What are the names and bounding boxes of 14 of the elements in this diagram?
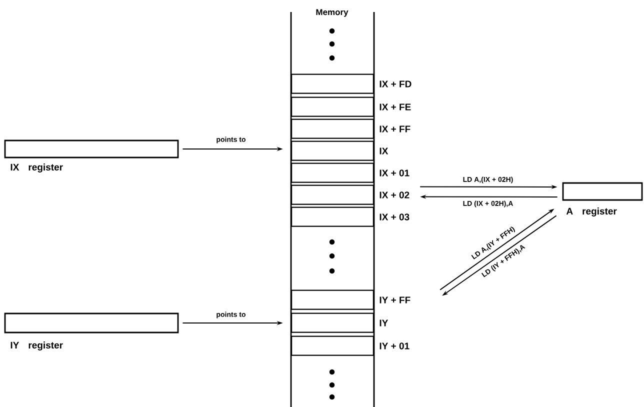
cell-label: IX + FD (380, 80, 412, 88)
cell-label: IY + 01 (380, 342, 410, 350)
cell-label: IX + 01 (380, 170, 410, 176)
register-label: IY register (10, 342, 63, 350)
cell-label: IX + FF (380, 126, 410, 132)
cell-label: IY (380, 320, 388, 326)
cell-label: IX + 02 (380, 192, 410, 198)
register-label: A register (566, 208, 617, 216)
cell-label: IX + FE (380, 104, 411, 110)
column-heading: Memory (316, 9, 348, 17)
cell-label: IX + 03 (380, 214, 410, 220)
cell-label: IY + FF (380, 296, 410, 304)
cell-label: IX (380, 148, 388, 154)
register-label: IX register (10, 164, 63, 172)
